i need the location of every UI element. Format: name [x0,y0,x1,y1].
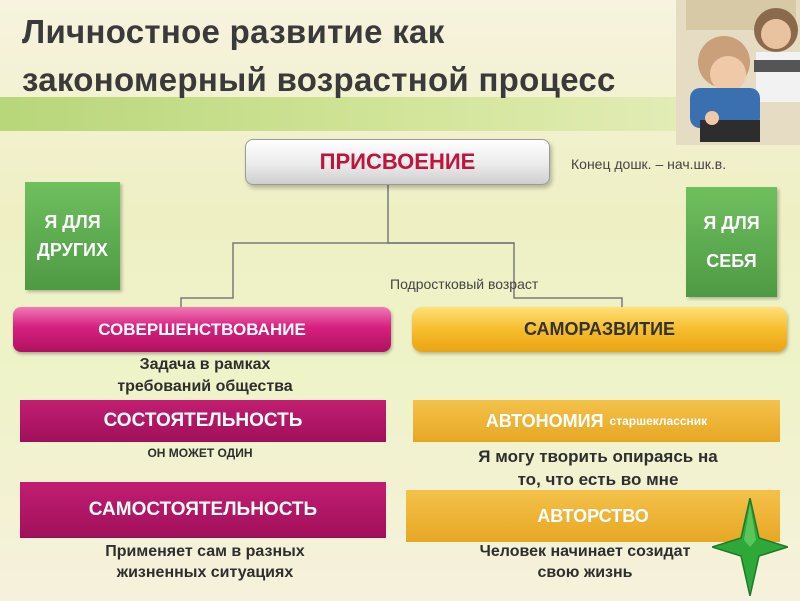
independence-caption: Применяет сам в разных жизненных ситуаци… [30,541,380,583]
autonomy-caption-line2: то, что есть во мне [517,470,679,489]
solvency-label: СОСТОЯТЕЛЬНОСТЬ [103,410,303,431]
authorship-caption-line2: свою жизнь [537,564,633,581]
self-for-others-line2: ДРУГИХ [37,240,108,260]
independence-label: САМОСТОЯТЕЛЬНОСТЬ [88,499,318,520]
self-development-box: САМОРАЗВИТИЕ [412,307,787,352]
task-caption-line2: требований общества [117,378,293,395]
self-for-others-line1: Я ДЛЯ [44,212,101,232]
independence-caption-line2: жизненных ситуациях [116,564,294,581]
solvency-box: СОСТОЯТЕЛЬНОСТЬ [20,400,386,442]
title-band [0,97,800,131]
task-caption-line1: Задача в рамках [139,356,271,373]
task-caption: Задача в рамках требований общества [40,354,370,398]
self-for-others-box: Я ДЛЯ ДРУГИХ [25,182,120,290]
autonomy-label: АВТОНОМИЯ [485,410,604,431]
self-development-label: САМОРАЗВИТИЕ [523,319,676,339]
improvement-box: СОВЕРШЕНСТВОВАНИЕ [13,307,391,352]
authorship-caption-line1: Человек начинает созидат [479,543,691,560]
solvency-caption: ОН МОЖЕТ ОДИН [147,446,253,460]
independence-box: САМОСТОЯТЕЛЬНОСТЬ [20,482,386,538]
note-preschool: Конец дошк. – нач.шк.в. [571,156,727,172]
authorship-box: АВТОРСТВО [406,490,780,542]
independence-caption-line1: Применяет сам в разных [105,543,305,560]
self-for-self-line2: СЕБЯ [706,251,757,271]
autonomy-caption: Я могу творить опираясь на то, что есть … [418,445,778,491]
autonomy-box: АВТОНОМИЯ старшеклассник [413,400,780,442]
authorship-label: АВТОРСТВО [537,505,649,526]
appropriation-label: ПРИСВОЕНИЕ [319,149,476,174]
autonomy-caption-line1: Я могу творить опираясь на [478,447,718,466]
autonomy-suffix: старшеклассник [609,414,708,428]
page-title: Личностное развитие как закономерный воз… [22,13,616,98]
improvement-label: СОВЕРШЕНСТВОВАНИЕ [98,319,306,339]
self-for-self-box: Я ДЛЯ СЕБЯ [686,187,777,297]
authorship-caption: Человек начинает созидат свою жизнь [420,541,750,583]
note-adolescence: Подростковый возраст [390,276,539,292]
self-for-self-line1: Я ДЛЯ [703,213,760,233]
child-photo [676,0,800,145]
appropriation-box: ПРИСВОЕНИЕ [245,139,550,185]
star-icon [709,497,791,601]
